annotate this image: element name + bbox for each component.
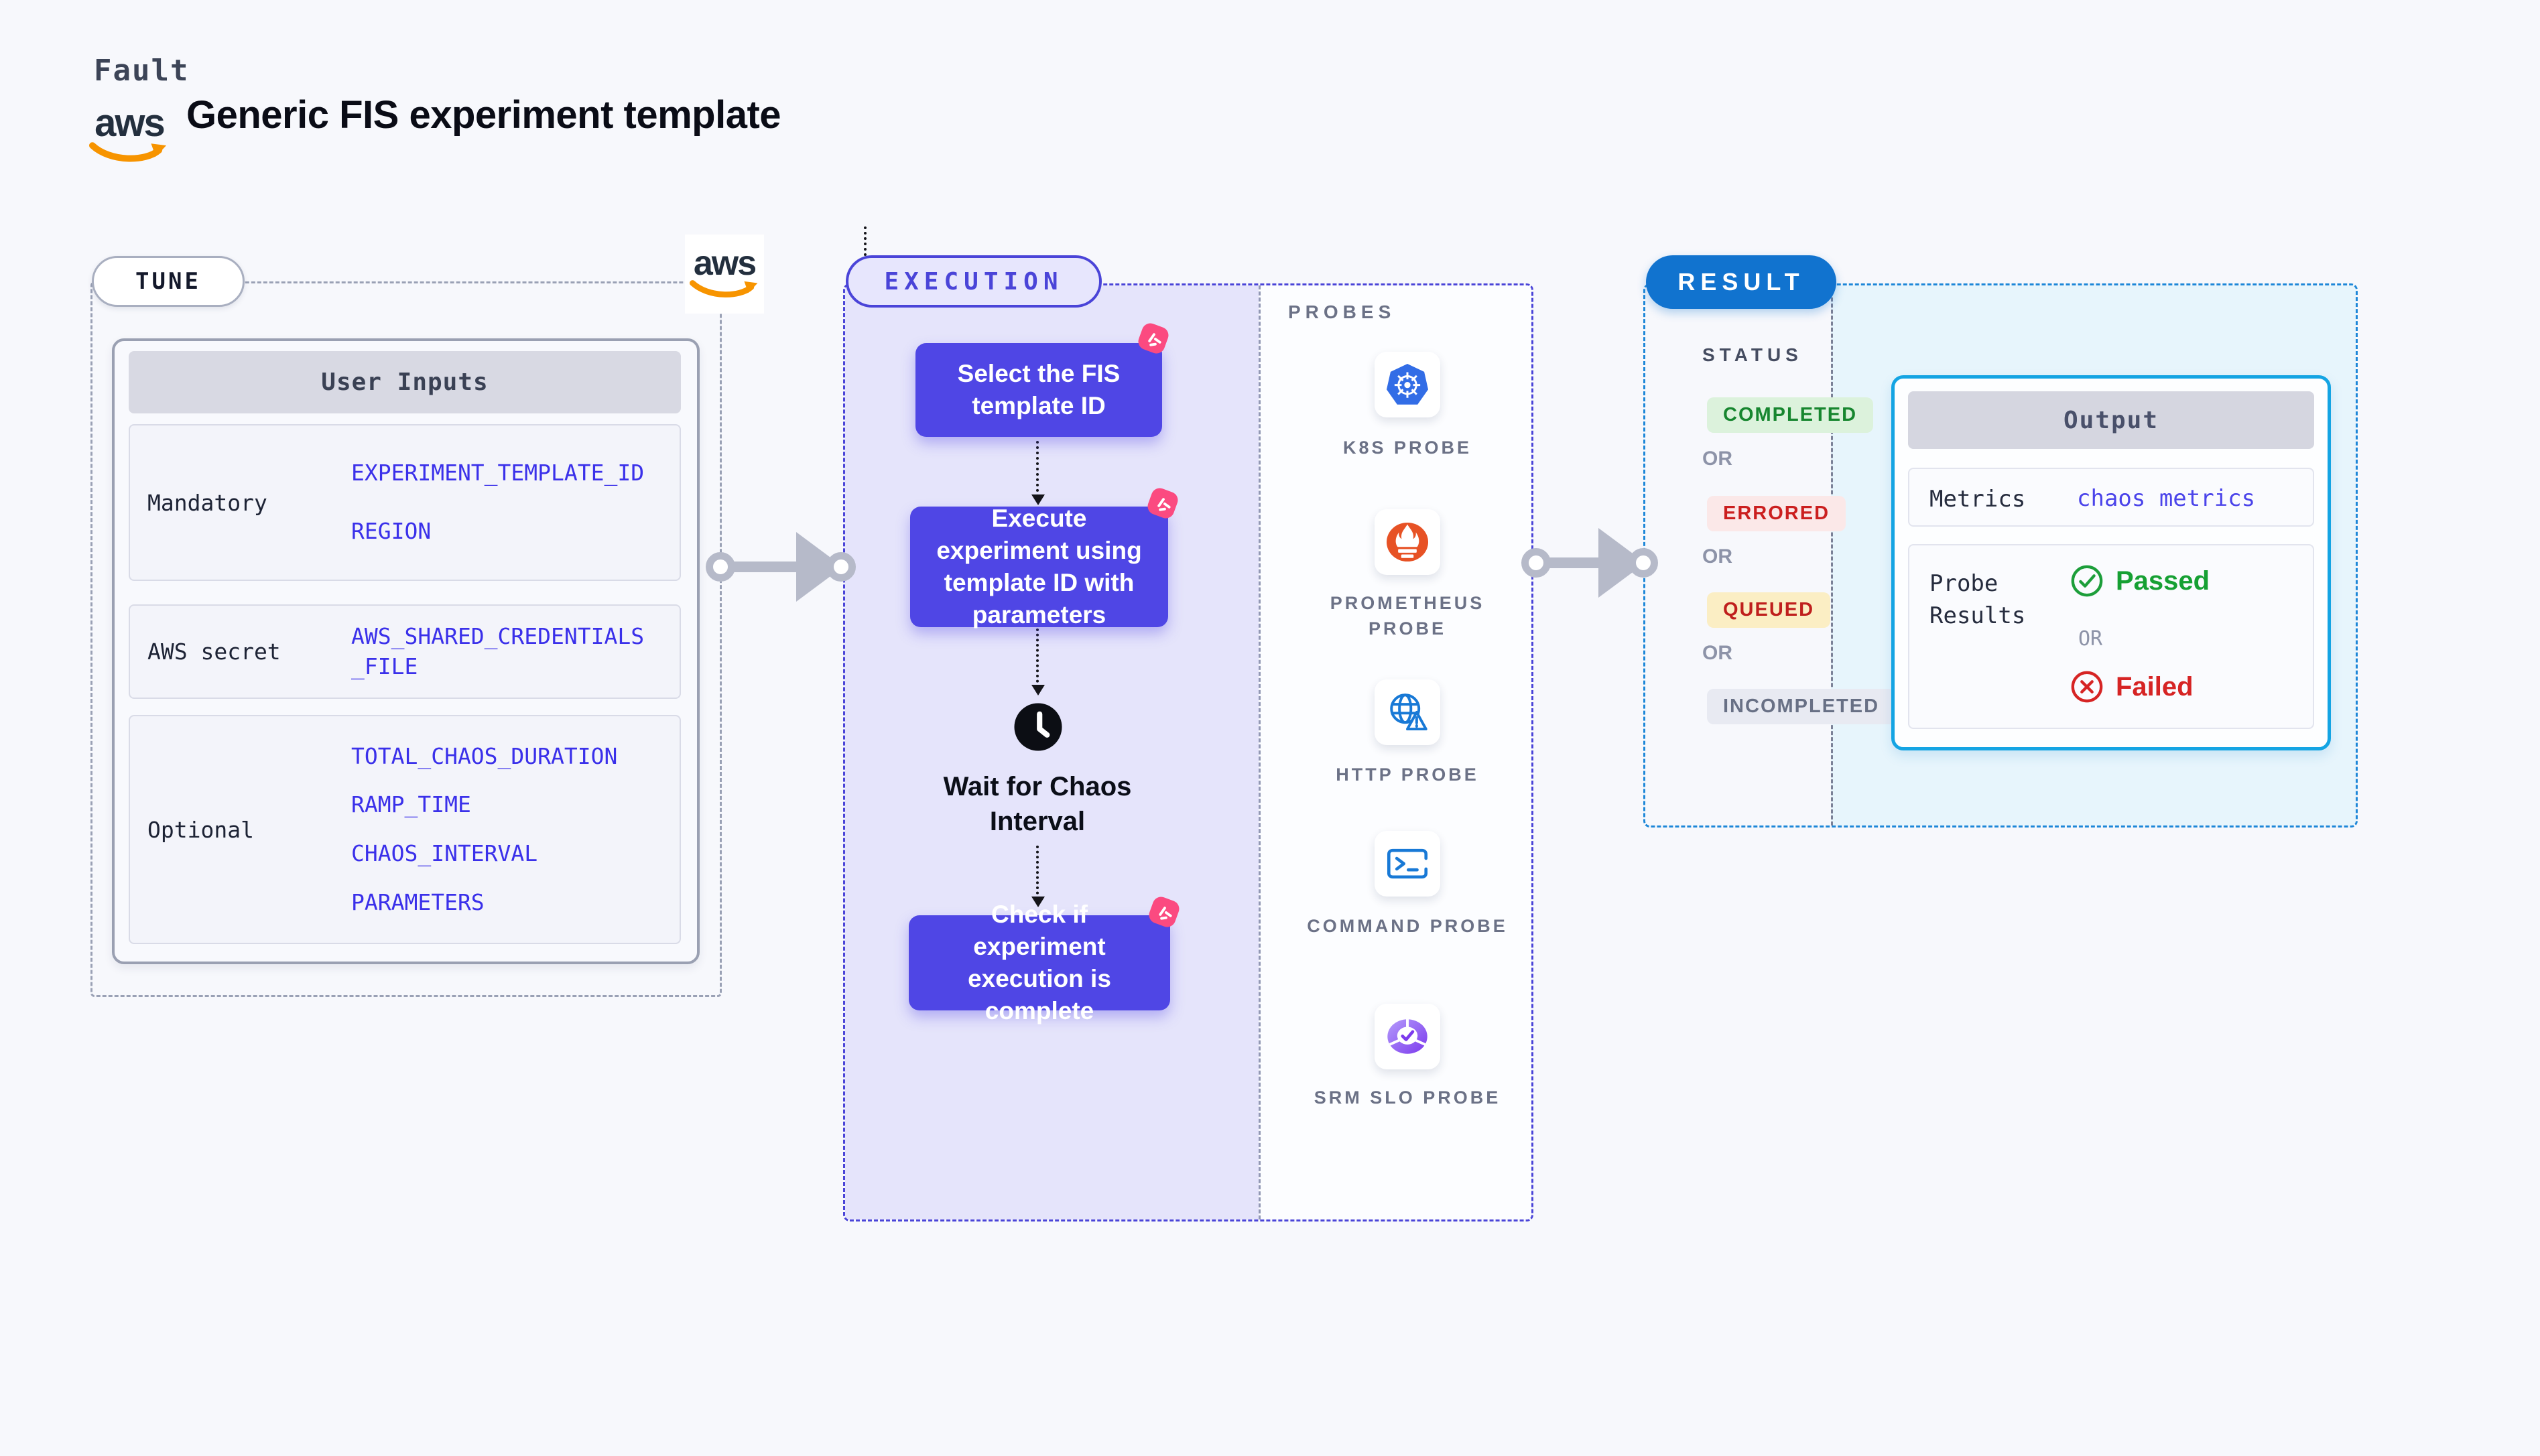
tune-section (90, 281, 722, 997)
flow-step-execute-experiment: Execute experiment using template ID wit… (910, 505, 1168, 628)
user-inputs-header: User Inputs (129, 351, 681, 413)
input-value: AWS_SHARED_CREDENTIALS _FILE (351, 622, 645, 679)
status-heading: STATUS (1702, 344, 1803, 365)
result-pill: RESULT (1646, 255, 1836, 309)
flow-step-wait-interval: Wait for Chaos Interval (943, 772, 1132, 836)
failed-label: Failed (2116, 671, 2194, 702)
probe-card-http (1375, 679, 1440, 745)
input-value: EXPERIMENT_TEMPLATE_ID (351, 460, 645, 486)
input-value: TOTAL_CHAOS_DURATION (351, 742, 618, 769)
brand-label: Fault (94, 54, 190, 88)
metrics-label: Metrics (1929, 486, 2026, 513)
input-value: RAMP_TIME (351, 791, 471, 818)
execution-pill: EXECUTION (846, 255, 1102, 308)
check-circle-icon (2071, 565, 2103, 597)
probe-results-label: Probe Results (1929, 570, 2026, 629)
aws-logo-corner: aws (685, 235, 764, 314)
execution-section (843, 283, 1533, 1221)
arrow-execution-to-result (1521, 523, 1675, 603)
terminal-icon (1387, 848, 1428, 879)
kubernetes-icon (1386, 363, 1429, 405)
probe-results-row: Probe Results Passed OR Failed (1908, 544, 2314, 729)
probe-label: HTTP PROBE (1336, 765, 1479, 785)
execution-flow-area (845, 285, 1259, 1219)
or-label: OR (1702, 545, 1732, 568)
output-header: Output (1908, 391, 2314, 449)
probe-card-prometheus (1375, 509, 1440, 575)
flow-step-check-complete: Check if experiment execution is complet… (909, 901, 1170, 1024)
aws-wordmark: aws (693, 243, 757, 283)
or-label: OR (2078, 627, 2103, 651)
probes-panel (1259, 285, 1531, 1219)
probe-card-srm-slo (1375, 1004, 1440, 1069)
metrics-value: chaos metrics (2077, 485, 2256, 512)
flow-connector-arrow (1031, 846, 1045, 907)
clock-icon (1014, 703, 1062, 751)
or-label: OR (1702, 642, 1732, 664)
probes-heading: PROBES (1288, 302, 1396, 322)
flow-connector-arrow (1031, 441, 1045, 505)
passed-line: Passed (2070, 564, 2210, 598)
chaos-badge-icon (1147, 488, 1178, 519)
input-value: REGION (351, 518, 432, 544)
arrow-tune-to-execution (706, 527, 860, 607)
flow-step-select-template: Select the FIS template ID (915, 343, 1162, 437)
passed-label: Passed (2116, 566, 2210, 596)
row-label: AWS secret (147, 639, 281, 665)
prometheus-icon (1386, 522, 1429, 562)
status-badge-errored: ERRORED (1707, 496, 1846, 531)
metrics-row: Metrics chaos metrics (1908, 468, 2314, 527)
tune-pill: TUNE (92, 256, 245, 307)
input-row-aws-secret: AWS secret AWS_SHARED_CREDENTIALS _FILE (129, 604, 681, 699)
status-badge-incompleted: INCOMPLETED (1707, 689, 1896, 724)
row-values: EXPERIMENT_TEMPLATE_ID REGION (351, 458, 644, 546)
or-label: OR (1702, 448, 1732, 470)
chaos-badge-icon (1149, 897, 1180, 927)
probe-card-command (1375, 831, 1440, 897)
row-values: TOTAL_CHAOS_DURATION RAMP_TIME CHAOS_INT… (351, 742, 617, 917)
chaos-badge-icon (1138, 323, 1169, 354)
row-values: AWS_SHARED_CREDENTIALS _FILE (351, 622, 644, 681)
status-badge-queued: QUEUED (1707, 592, 1831, 628)
start-connector-line (864, 226, 867, 256)
globe-alert-icon (1390, 693, 1427, 731)
probe-label: PROMETHEUS PROBE (1330, 593, 1485, 639)
row-label: Optional (147, 816, 254, 843)
input-row-optional: Optional TOTAL_CHAOS_DURATION RAMP_TIME … (129, 715, 681, 944)
probe-label: K8S PROBE (1342, 438, 1472, 458)
aws-wordmark: aws (94, 101, 166, 145)
flow-connector-arrow (1031, 628, 1045, 696)
input-row-mandatory: Mandatory EXPERIMENT_TEMPLATE_ID REGION (129, 424, 681, 581)
aws-logo: aws (89, 101, 170, 165)
probe-label: COMMAND PROBE (1307, 916, 1508, 936)
aws-smile-icon (690, 280, 758, 298)
status-badge-completed: COMPLETED (1707, 397, 1874, 433)
input-value: CHAOS_INTERVAL (351, 840, 538, 866)
page-title: Generic FIS experiment template (186, 93, 781, 137)
probe-label: SRM SLO PROBE (1314, 1087, 1501, 1108)
x-circle-icon (2071, 671, 2103, 703)
failed-line: Failed (2070, 670, 2194, 704)
probe-card-k8s (1375, 352, 1440, 417)
slo-donut-check-icon (1387, 1018, 1427, 1054)
input-value: PARAMETERS (351, 888, 485, 915)
aws-smile-icon (89, 142, 167, 162)
row-label: Mandatory (147, 489, 267, 516)
